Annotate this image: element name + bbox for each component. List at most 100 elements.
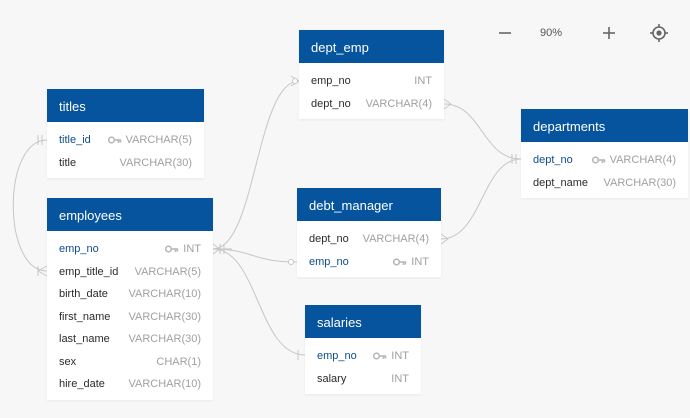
field-type-wrap: VARCHAR(4) (591, 149, 676, 172)
field-name: first_name (59, 310, 111, 323)
field-name: dept_no (311, 97, 351, 110)
field-type-wrap: INT (414, 70, 432, 93)
field-name: emp_title_id (59, 265, 119, 278)
key-icon (393, 258, 407, 266)
field-type: INT (414, 75, 432, 87)
field-name: salary (317, 372, 347, 385)
table-debt-manager-header[interactable]: debt_manager (297, 188, 441, 223)
link-titles-employees (12, 139, 48, 272)
field-type-wrap: CHAR(1) (156, 351, 201, 374)
link-employees-debt-manager (212, 248, 298, 263)
field-type-wrap: INT (391, 368, 409, 391)
field-type-wrap: VARCHAR(30) (603, 172, 676, 195)
table-debt-manager[interactable]: debt_manager dept_no VARCHAR(4) emp_no INT (297, 188, 441, 277)
fit-to-view-button[interactable] (646, 20, 672, 46)
field-row-sex[interactable]: sex CHAR(1) (47, 351, 213, 374)
field-row-dept-name[interactable]: dept_name VARCHAR(30) (521, 172, 688, 195)
field-row-salary[interactable]: salary INT (305, 368, 421, 391)
link-employees-salaries (212, 248, 306, 356)
table-dept-emp[interactable]: dept_emp emp_no INT dept_no VARCHAR(4) (299, 30, 444, 119)
field-type: VARCHAR(30) (603, 176, 676, 189)
field-row-emp-no[interactable]: emp_no INT (305, 345, 421, 368)
field-type: VARCHAR(10) (128, 288, 201, 300)
field-row-dept-no[interactable]: dept_no VARCHAR(4) (521, 149, 688, 172)
link-departments-dept-emp (443, 103, 522, 160)
key-icon (107, 136, 121, 144)
field-type-wrap: VARCHAR(5) (135, 261, 201, 284)
field-type: CHAR(1) (156, 355, 201, 368)
field-name: last_name (59, 333, 110, 345)
table-employees[interactable]: employees emp_no INT emp_title_id VARCHAR(5… (47, 198, 213, 400)
target-icon (650, 24, 668, 42)
field-name: dept_name (533, 176, 589, 189)
field-name: emp_no (59, 243, 99, 255)
field-row-first-name[interactable]: first_name VARCHAR(30) (47, 306, 213, 329)
field-type: VARCHAR(4) (365, 97, 432, 110)
field-name: title (59, 156, 77, 169)
table-dept-emp-header[interactable]: dept_emp (299, 30, 444, 65)
field-row-emp-no[interactable]: emp_no INT (299, 70, 444, 93)
field-name: dept_no (533, 154, 573, 166)
field-type: INT (411, 255, 429, 268)
field-row-last-name[interactable]: last_name VARCHAR(30) (47, 328, 213, 351)
field-name: emp_no (311, 75, 351, 87)
zoom-level: 90% (539, 27, 563, 39)
zoom-toolbar: 90% (492, 20, 682, 46)
field-type-wrap: INT (373, 345, 409, 368)
field-type-wrap: VARCHAR(30) (128, 306, 201, 329)
minus-icon (499, 32, 511, 34)
field-type-wrap: VARCHAR(10) (128, 283, 201, 306)
field-type-wrap: INT (393, 251, 429, 274)
field-type: VARCHAR(4) (362, 233, 429, 245)
field-type: VARCHAR(30) (128, 333, 201, 345)
field-name: emp_no (309, 255, 349, 268)
field-type: VARCHAR(10) (128, 378, 201, 390)
plus-icon (603, 27, 615, 39)
field-name: dept_no (309, 233, 349, 245)
field-row-dept-no[interactable]: dept_no VARCHAR(4) (299, 93, 444, 116)
field-type-wrap: VARCHAR(30) (128, 328, 201, 351)
field-type: VARCHAR(4) (609, 154, 676, 166)
field-type: VARCHAR(5) (134, 265, 201, 278)
field-row-emp-no[interactable]: emp_no INT (47, 238, 213, 261)
zoom-out-button[interactable] (492, 20, 518, 46)
field-name: sex (59, 355, 77, 368)
field-type: VARCHAR(30) (119, 156, 192, 169)
link-departments-debt-manager (440, 158, 522, 240)
table-titles[interactable]: titles title_id VARCHAR(5) title VARCHAR(30… (47, 89, 204, 178)
field-type-wrap: VARCHAR(10) (128, 373, 201, 396)
field-type-wrap: INT (165, 238, 201, 261)
field-row-hire-date[interactable]: hire_date VARCHAR(10) (47, 373, 213, 396)
field-row-title-id[interactable]: title_id VARCHAR(5) (47, 129, 204, 152)
key-icon (165, 245, 179, 253)
field-row-birth-date[interactable]: birth_date VARCHAR(10) (47, 283, 213, 306)
field-name: emp_no (317, 350, 357, 362)
field-type: VARCHAR(30) (128, 310, 201, 323)
field-name: title_id (59, 134, 91, 146)
field-type: INT (391, 350, 409, 362)
key-icon (591, 156, 605, 164)
field-row-title[interactable]: title VARCHAR(30) (47, 152, 204, 175)
table-departments-header[interactable]: departments (521, 109, 688, 144)
field-type-wrap: VARCHAR(30) (119, 152, 192, 175)
zoom-in-button[interactable] (596, 20, 622, 46)
table-titles-header[interactable]: titles (47, 89, 204, 124)
table-employees-header[interactable]: employees (47, 198, 213, 233)
field-row-emp-no[interactable]: emp_no INT (297, 251, 441, 274)
field-type-wrap: VARCHAR(4) (366, 93, 432, 116)
field-row-emp-title-id[interactable]: emp_title_id VARCHAR(5) (47, 261, 213, 284)
field-type-wrap: VARCHAR(4) (363, 228, 429, 251)
field-name: hire_date (59, 378, 105, 390)
field-type: INT (391, 372, 409, 385)
key-icon (373, 352, 387, 360)
field-type-wrap: VARCHAR(5) (107, 129, 192, 152)
link-employees-dept-emp (212, 80, 300, 250)
field-name: birth_date (59, 288, 108, 300)
field-row-dept-no[interactable]: dept_no VARCHAR(4) (297, 228, 441, 251)
field-type: VARCHAR(5) (125, 134, 192, 146)
field-type: INT (183, 243, 201, 255)
table-salaries-header[interactable]: salaries (305, 305, 421, 340)
table-departments[interactable]: departments dept_no VARCHAR(4) dept_name VA… (521, 109, 688, 198)
